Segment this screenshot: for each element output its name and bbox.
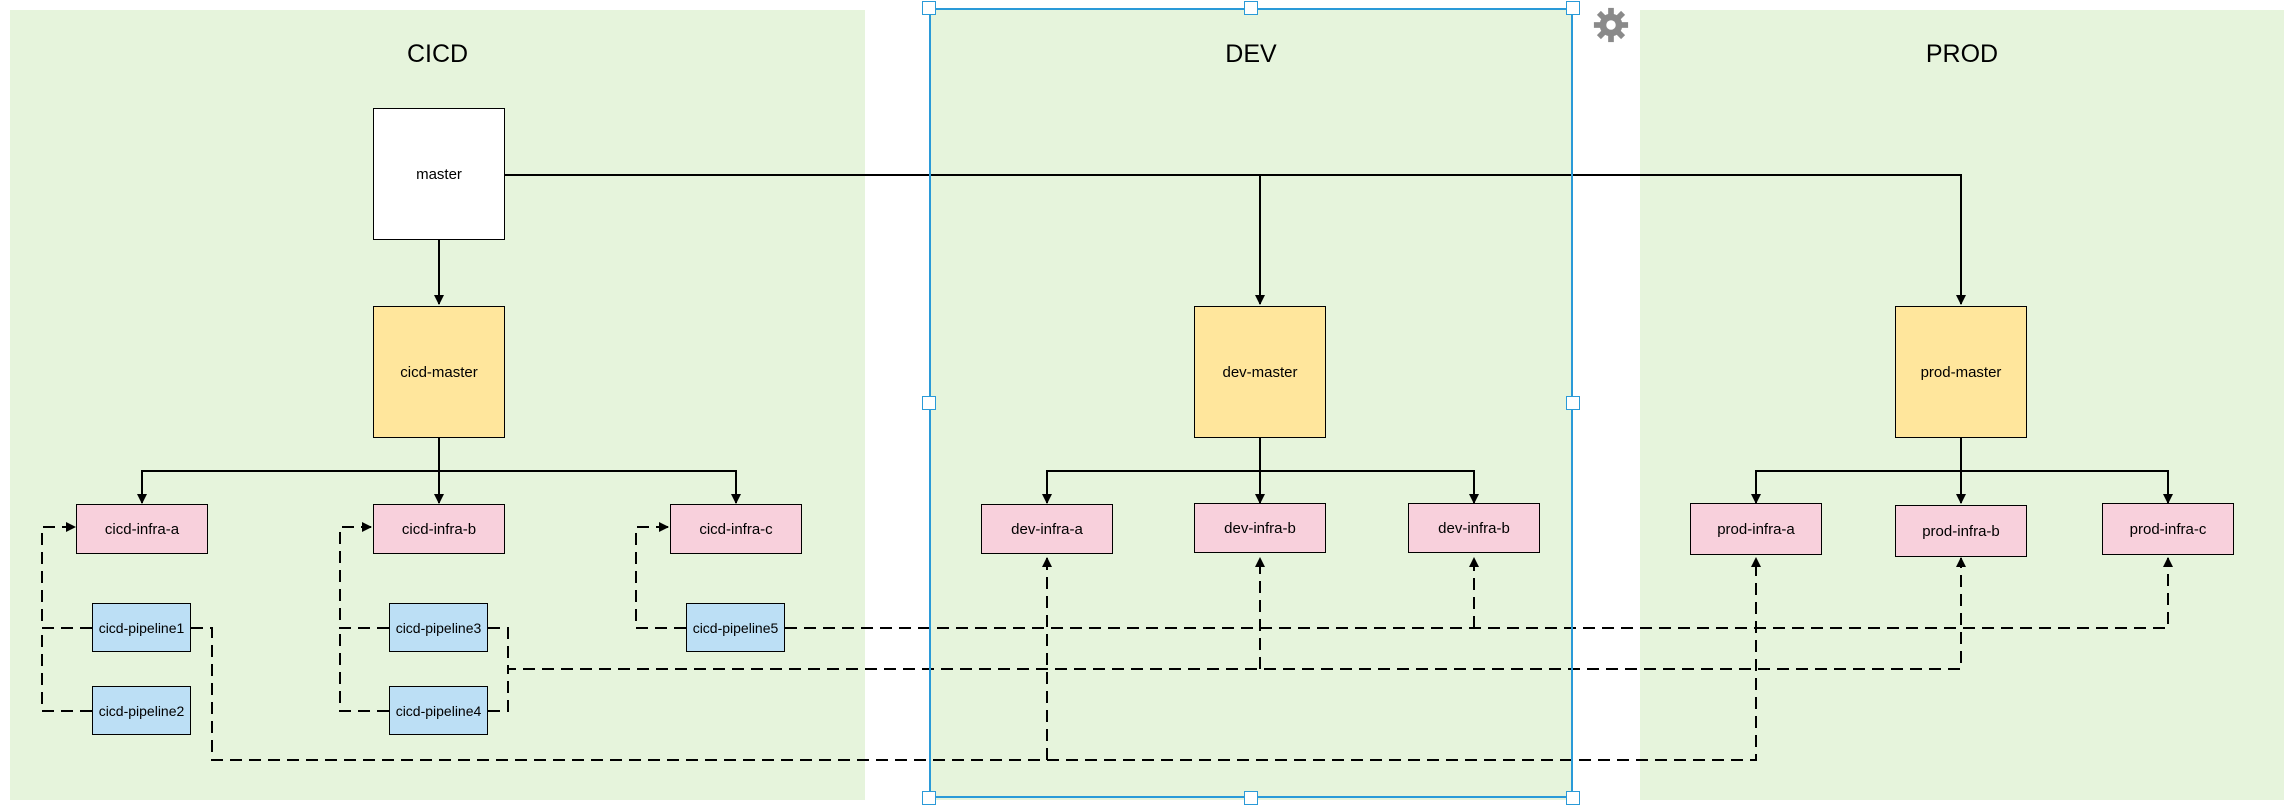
node-prod-infra-b-label: prod-infra-b <box>1922 522 2000 540</box>
node-prod-infra-c-label: prod-infra-c <box>2129 520 2207 538</box>
node-master-label: master <box>416 165 462 183</box>
node-cicd-pipeline2[interactable]: cicd-pipeline2 <box>92 686 191 735</box>
node-cicd-infra-b[interactable]: cicd-infra-b <box>373 504 505 554</box>
node-cicd-pipeline2-label: cicd-pipeline2 <box>98 702 185 719</box>
node-cicd-pipeline1[interactable]: cicd-pipeline1 <box>92 603 191 652</box>
node-prod-infra-b[interactable]: prod-infra-b <box>1895 505 2027 557</box>
node-prod-master-label: prod-master <box>1920 363 2002 381</box>
edge-pipeline1-cicd-infra-a <box>41 522 92 629</box>
resize-handle-bottom-right[interactable] <box>1566 791 1580 805</box>
edge-pipeline3-cicd-infra-b <box>339 522 389 629</box>
node-prod-master[interactable]: prod-master <box>1895 306 2027 438</box>
edge-cicd-master-infra-a <box>137 470 439 504</box>
edge-pipeline4-cicd-infra-b <box>339 628 389 712</box>
node-cicd-infra-b-label: cicd-infra-b <box>401 520 477 538</box>
edge-pipeline5-cicd-infra-c <box>635 522 686 629</box>
edge-prod-master-infra-c <box>1961 470 2173 504</box>
node-cicd-master[interactable]: cicd-master <box>373 306 505 438</box>
edge-dev-master-infra-c <box>1260 470 1479 504</box>
zone-dev-title: DEV <box>1225 40 1277 68</box>
node-dev-master-label: dev-master <box>1222 363 1298 381</box>
node-cicd-pipeline4[interactable]: cicd-pipeline4 <box>389 686 488 735</box>
zone-cicd-title: CICD <box>406 40 469 68</box>
node-cicd-infra-a-label: cicd-infra-a <box>104 520 180 538</box>
node-cicd-infra-a[interactable]: cicd-infra-a <box>76 504 208 554</box>
zone-prod-title: PROD <box>1925 40 1999 68</box>
node-dev-infra-b[interactable]: dev-infra-b <box>1194 503 1326 553</box>
resize-handle-middle-right[interactable] <box>1566 396 1580 410</box>
edge-prod-master-infra-a <box>1751 470 1961 504</box>
resize-handle-middle-left[interactable] <box>922 396 936 410</box>
edge-pipeline1-prod-infra-a <box>191 557 1761 761</box>
edge-pipeline5-prod-infra-c <box>785 557 2173 629</box>
edge-master-prod-master <box>1260 174 1966 305</box>
selection-frame[interactable] <box>929 8 1573 798</box>
node-cicd-pipeline3-label: cicd-pipeline3 <box>395 619 482 636</box>
node-prod-infra-c[interactable]: prod-infra-c <box>2102 503 2234 555</box>
node-cicd-pipeline4-label: cicd-pipeline4 <box>395 702 482 719</box>
edge-dev-master-infra-a <box>1042 470 1260 504</box>
node-cicd-infra-c-label: cicd-infra-c <box>699 520 773 538</box>
node-dev-infra-c[interactable]: dev-infra-b <box>1408 503 1540 553</box>
node-master[interactable]: master <box>373 108 505 240</box>
resize-handle-bottom-left[interactable] <box>922 791 936 805</box>
node-prod-infra-a-label: prod-infra-a <box>1717 520 1795 538</box>
node-dev-infra-b-label: dev-infra-b <box>1224 519 1296 537</box>
node-dev-infra-c-label: dev-infra-b <box>1438 519 1510 537</box>
node-prod-infra-a[interactable]: prod-infra-a <box>1690 503 1822 555</box>
resize-handle-top-left[interactable] <box>922 1 936 15</box>
resize-handle-top-middle[interactable] <box>1244 1 1258 15</box>
node-cicd-master-label: cicd-master <box>400 363 478 381</box>
node-cicd-pipeline3[interactable]: cicd-pipeline3 <box>389 603 488 652</box>
node-cicd-infra-c[interactable]: cicd-infra-c <box>670 504 802 554</box>
node-cicd-pipeline5-label: cicd-pipeline5 <box>692 619 779 636</box>
node-dev-master[interactable]: dev-master <box>1194 306 1326 438</box>
resize-handle-bottom-middle[interactable] <box>1244 791 1258 805</box>
node-cicd-pipeline1-label: cicd-pipeline1 <box>98 619 185 636</box>
node-dev-infra-a[interactable]: dev-infra-a <box>981 504 1113 554</box>
gear-icon[interactable] <box>1592 6 1630 44</box>
edge-cicd-master-infra-c <box>439 470 741 504</box>
edge-pipeline2-cicd-infra-a <box>41 628 92 712</box>
resize-handle-top-right[interactable] <box>1566 1 1580 15</box>
node-cicd-pipeline5[interactable]: cicd-pipeline5 <box>686 603 785 652</box>
node-dev-infra-a-label: dev-infra-a <box>1011 520 1083 538</box>
edge-pipeline4-link <box>488 669 509 712</box>
